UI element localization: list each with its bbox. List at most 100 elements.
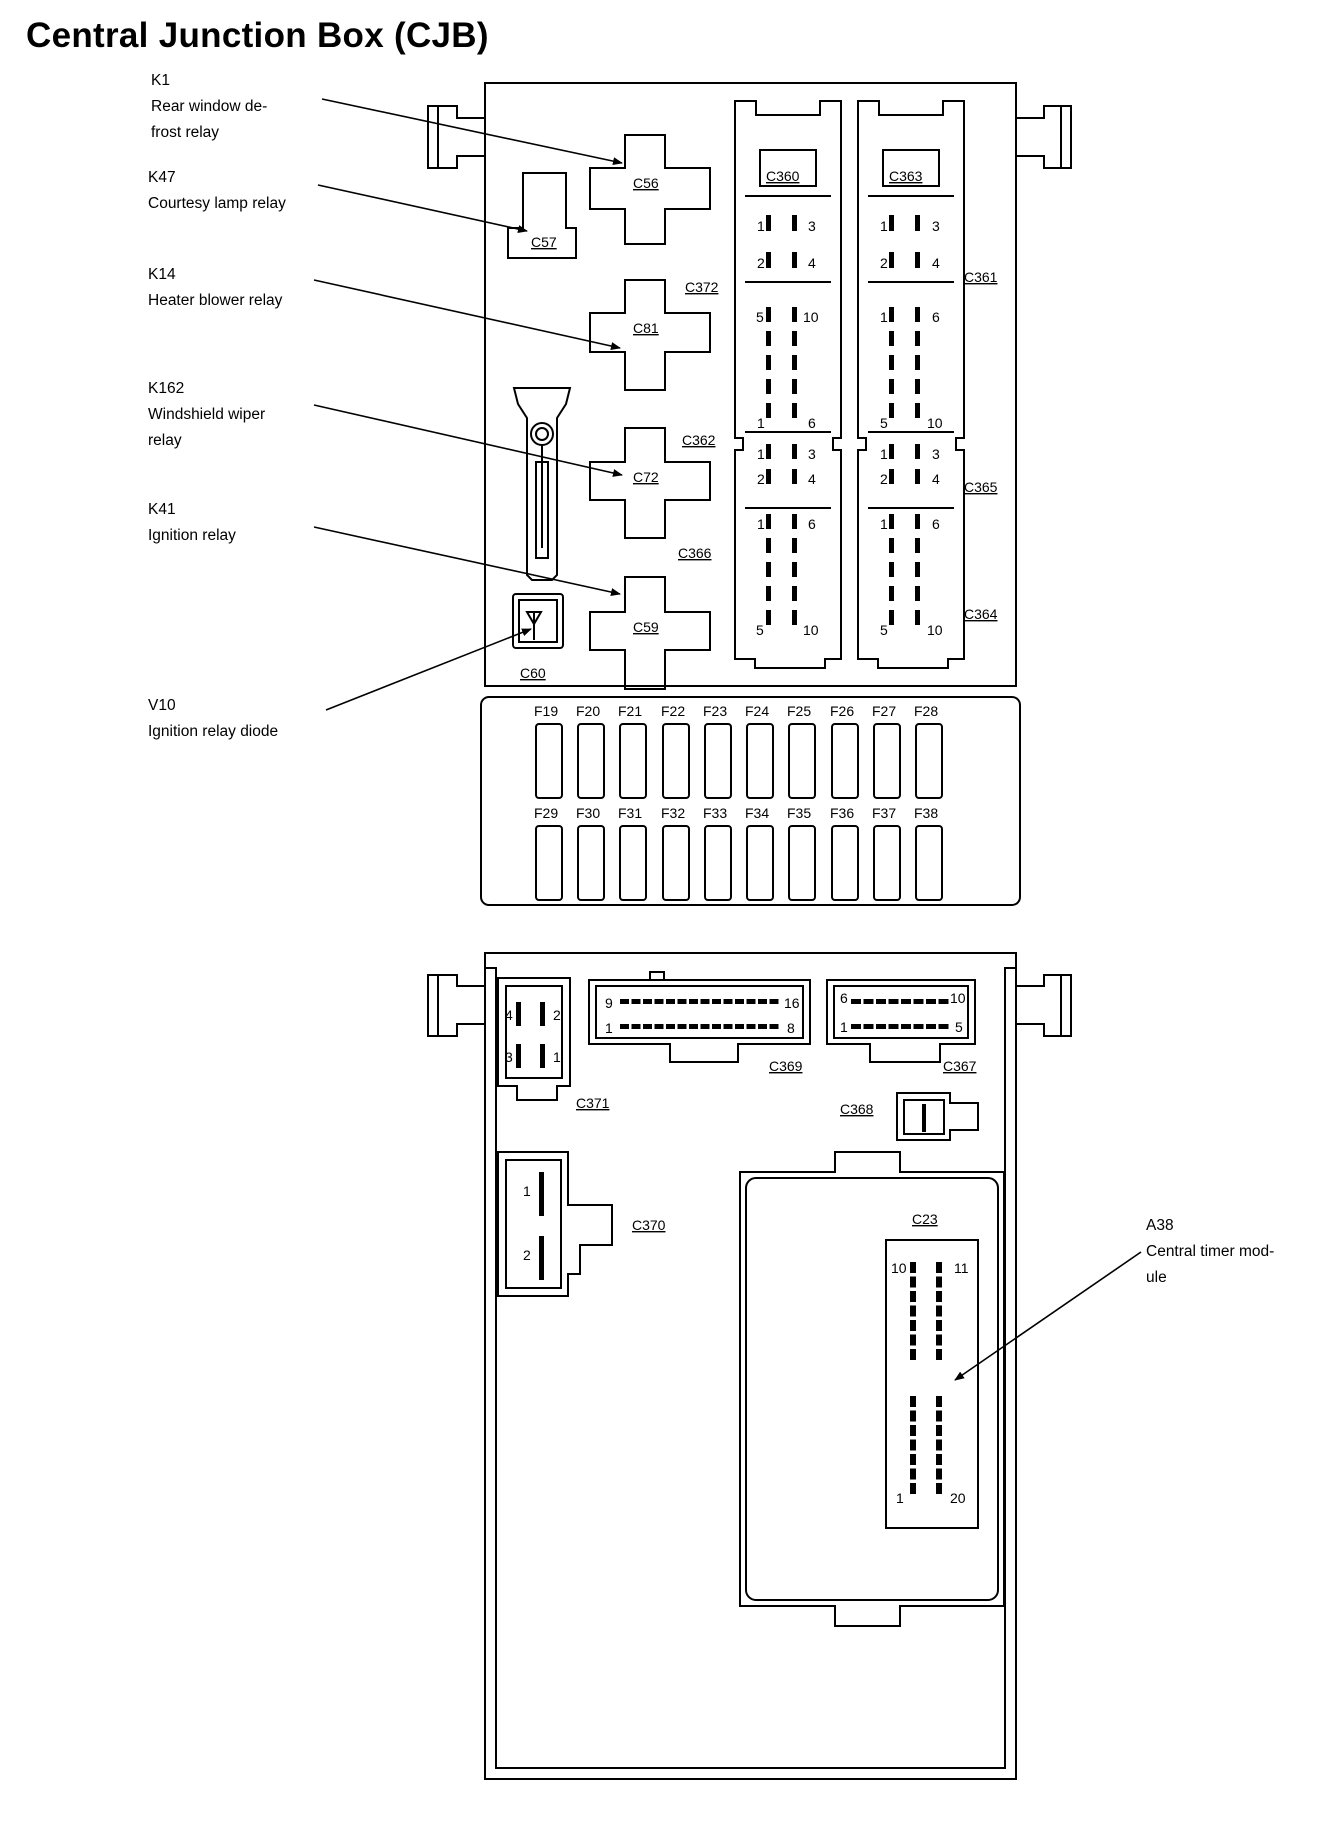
pin-slot — [792, 307, 797, 322]
relay-c56-outline — [589, 134, 711, 245]
pin-slot — [889, 444, 894, 459]
lower-box-outline — [484, 952, 1017, 1780]
connector-label-c360: C360 — [766, 168, 800, 184]
relay-c72-outline — [589, 427, 711, 539]
pin-slot — [792, 355, 797, 370]
svg-text:2: 2 — [757, 471, 765, 487]
relay-label-c57: C57 — [531, 234, 557, 250]
fuse-label: F30 — [576, 805, 600, 821]
fuse-slot-f27[interactable] — [873, 723, 901, 799]
pin-slot — [516, 1002, 521, 1026]
fuse-slot-f36[interactable] — [831, 825, 859, 901]
svg-text:4: 4 — [808, 255, 816, 271]
connector-label-c372: C372 — [685, 279, 719, 295]
fuse-slot-f38[interactable] — [915, 825, 943, 901]
fuse-slot-f23[interactable] — [704, 723, 732, 799]
fuse-slot-f37[interactable] — [873, 825, 901, 901]
callout-code: K1 — [151, 72, 170, 89]
callout-v10: V10 Ignition relay diode — [148, 693, 278, 745]
pin-slot — [643, 999, 652, 1004]
pin-slot — [758, 999, 767, 1004]
pin-slot — [910, 1439, 916, 1451]
pin-slot — [766, 444, 771, 459]
relay-label-c60: C60 — [520, 665, 546, 681]
connector-column-right — [857, 100, 965, 669]
fuse-slot-f20[interactable] — [577, 723, 605, 799]
connector-label-c365: C365 — [964, 479, 998, 495]
pin-slot — [666, 999, 675, 1004]
pin-slot — [936, 1305, 942, 1317]
pin-slot — [540, 1044, 545, 1068]
pin-slot — [889, 586, 894, 601]
pin-slot — [910, 1320, 916, 1331]
fuse-panel — [480, 696, 1021, 906]
svg-text:2: 2 — [880, 471, 888, 487]
fuse-slot-f21[interactable] — [619, 723, 647, 799]
callout-text: relay — [148, 432, 182, 449]
relay-label-c56: C56 — [633, 175, 659, 191]
pin-slot — [936, 1334, 942, 1346]
pin-slot — [735, 999, 744, 1004]
pin-slot — [654, 999, 664, 1004]
svg-text:1: 1 — [757, 516, 765, 532]
pin-slot — [889, 215, 894, 231]
pin-slot — [851, 999, 861, 1004]
relay-label-c81: C81 — [633, 320, 659, 336]
pin-slot — [769, 999, 779, 1004]
pin-slot — [620, 999, 629, 1004]
fuse-label: F36 — [830, 805, 854, 821]
fuse-label: F38 — [914, 805, 938, 821]
fuse-label: F24 — [745, 703, 769, 719]
pin-slot — [766, 215, 771, 231]
connector-c371 — [497, 977, 571, 1101]
pin-slot — [915, 514, 920, 529]
connector-c369 — [588, 979, 811, 1063]
fuse-slot-f25[interactable] — [788, 723, 816, 799]
svg-text:4: 4 — [932, 471, 940, 487]
pin-slot — [910, 1454, 916, 1465]
pin-slot — [915, 586, 920, 601]
svg-text:2: 2 — [757, 255, 765, 271]
fuse-slot-f19[interactable] — [535, 723, 563, 799]
fuse-slot-f29[interactable] — [535, 825, 563, 901]
pin-slot — [889, 252, 894, 268]
connector-label-c361: C361 — [964, 269, 998, 285]
pin-slot — [926, 1024, 936, 1029]
fuse-slot-f33[interactable] — [704, 825, 732, 901]
fuse-slot-f30[interactable] — [577, 825, 605, 901]
c60-socket — [512, 593, 564, 649]
fuse-label: F33 — [703, 805, 727, 821]
fuse-slot-f22[interactable] — [662, 723, 690, 799]
fuse-slot-f34[interactable] — [746, 825, 774, 901]
pin-slot — [913, 999, 924, 1004]
fuse-label: F29 — [534, 805, 558, 821]
pin-slot — [889, 307, 894, 322]
pin-slot — [689, 999, 698, 1004]
pin-slot — [700, 1024, 710, 1029]
callout-text: Courtesy lamp relay — [148, 195, 286, 212]
fuse-slot-f24[interactable] — [746, 723, 774, 799]
fuse-slot-f35[interactable] — [788, 825, 816, 901]
fuse-slot-f28[interactable] — [915, 723, 943, 799]
pin-slot — [936, 1276, 942, 1288]
pin-slot — [889, 403, 894, 418]
svg-text:1: 1 — [523, 1183, 531, 1199]
pin-slot — [712, 1024, 721, 1029]
mount-right-bottom — [1016, 974, 1072, 1037]
svg-text:5: 5 — [955, 1019, 963, 1035]
svg-text:10: 10 — [927, 415, 943, 431]
pin-slot — [915, 469, 920, 484]
svg-text:10: 10 — [927, 622, 943, 638]
fuse-slot-f31[interactable] — [619, 825, 647, 901]
pin-slot — [889, 538, 894, 553]
pin-slot — [936, 1262, 942, 1273]
fuse-slot-f26[interactable] — [831, 723, 859, 799]
pin-slot — [910, 1410, 916, 1422]
svg-text:6: 6 — [808, 516, 816, 532]
svg-text:1: 1 — [553, 1049, 561, 1065]
svg-text:6: 6 — [808, 415, 816, 431]
pin-slot — [539, 1236, 544, 1280]
pin-slot — [915, 538, 920, 553]
fuse-slot-f32[interactable] — [662, 825, 690, 901]
